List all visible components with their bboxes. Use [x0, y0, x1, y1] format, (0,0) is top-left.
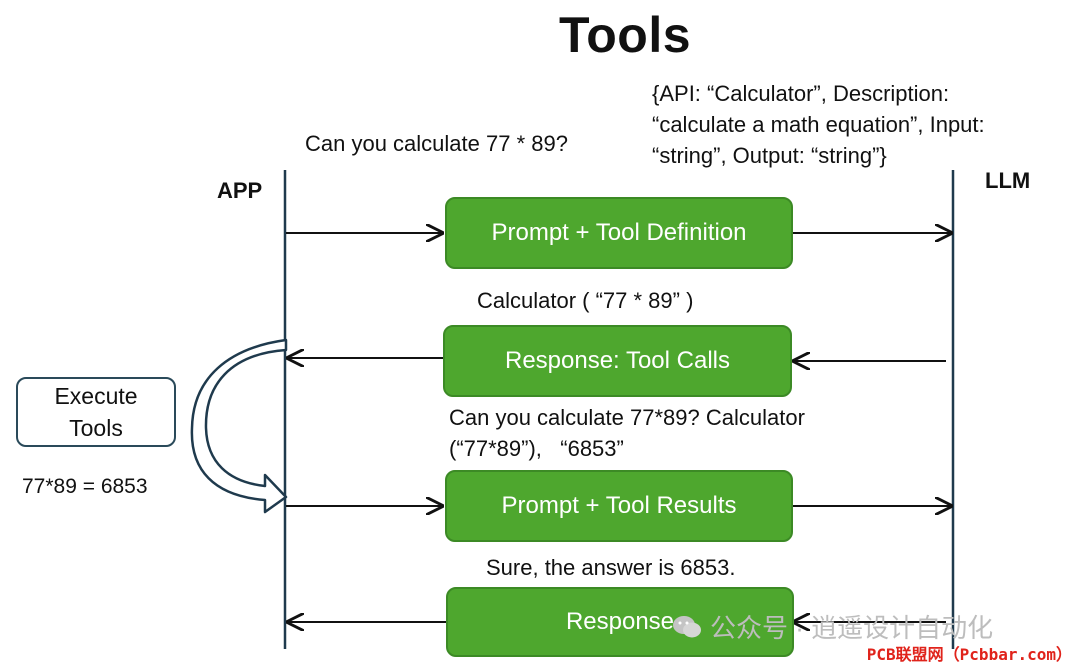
tool-spec-line: “calculate a math equation”, Input:	[652, 112, 985, 137]
followup-line: (“77*89”), “6853”	[449, 436, 624, 461]
execute-label: Execute	[54, 383, 138, 409]
tool-spec-note: {API: “Calculator”, Description: “calcul…	[652, 78, 985, 171]
response-tool-calls-box: Response: Tool Calls	[443, 325, 792, 397]
prompt-tool-results-box: Prompt + Tool Results	[445, 470, 793, 542]
wechat-icon	[673, 615, 701, 637]
followup-message-label: Can you calculate 77*89? Calculator (“77…	[449, 402, 805, 464]
user-question-label: Can you calculate 77 * 89?	[305, 131, 568, 156]
tool-call-label: Calculator ( “77 * 89” )	[477, 288, 694, 313]
execute-loop-arrow	[190, 338, 288, 514]
response-box: Response	[446, 587, 794, 657]
llm-lifeline-label: LLM	[985, 168, 1031, 193]
diagram-title: Tools	[558, 7, 692, 63]
tool-spec-line: {API: “Calculator”, Description:	[652, 81, 950, 106]
execute-result-label: 77*89 = 6853	[22, 475, 148, 498]
watermark: 公众号 · 逍遥设计自动化	[672, 608, 993, 645]
watermark-text: 公众号 · 逍遥设计自动化	[710, 613, 994, 643]
tool-spec-line: “string”, Output: “string”}	[652, 143, 887, 168]
app-lifeline-label: APP	[217, 178, 263, 203]
execute-label: Tools	[69, 415, 123, 441]
final-answer-label: Sure, the answer is 6853.	[486, 555, 736, 580]
execute-tools-box: Execute Tools	[16, 377, 176, 447]
prompt-tool-definition-box: Prompt + Tool Definition	[445, 197, 793, 269]
footer-watermark: PCB联盟网（Pcbbar.com）	[866, 645, 1072, 664]
followup-line: Can you calculate 77*89? Calculator	[449, 405, 805, 430]
